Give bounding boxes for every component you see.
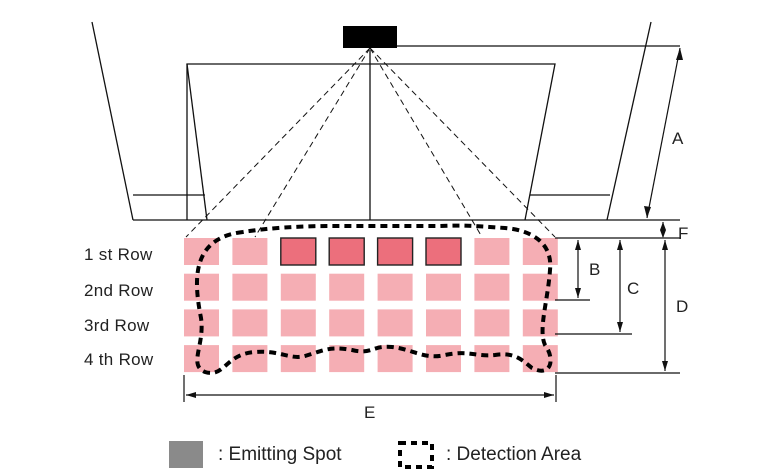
legend-detection-swatch	[398, 441, 434, 469]
right-wall-line	[606, 21, 652, 221]
inner-box-outline	[186, 63, 556, 221]
arrow-head	[662, 240, 668, 250]
fov-line	[369, 47, 556, 238]
arrow-head	[660, 222, 666, 230]
grid-cell	[474, 273, 510, 301]
emitting-cell	[280, 237, 317, 266]
dimension-c-label: C	[627, 279, 639, 298]
grid-cell	[232, 273, 268, 301]
grid-cell	[522, 238, 558, 265]
grid-cell	[426, 309, 461, 337]
grid-cell	[522, 345, 558, 373]
row-label-1: 1 st Row	[84, 245, 153, 264]
fov-line	[185, 47, 371, 238]
arrow-head	[544, 392, 554, 398]
row-labels: 1 st Row 2nd Row 3rd Row 4 th Row	[84, 245, 154, 369]
grid-cell	[377, 273, 413, 301]
grid-cell	[377, 309, 413, 337]
arrow-head	[617, 322, 623, 332]
arrow-head	[644, 206, 651, 218]
arrow-head	[617, 240, 623, 250]
arrow-head	[660, 230, 666, 238]
grid-cell	[329, 309, 365, 337]
fov-line	[254, 47, 371, 238]
dimension-e-label: E	[364, 403, 375, 422]
dimension-a-line	[646, 47, 681, 219]
sensor-device	[343, 26, 397, 48]
arrow-head	[676, 48, 683, 60]
grid-cell	[184, 345, 219, 373]
grid-cell	[522, 273, 558, 301]
arrow-head	[186, 392, 196, 398]
grid-cell	[232, 309, 268, 337]
grid-cell	[329, 273, 365, 301]
row-label-3: 3rd Row	[84, 316, 150, 335]
emitting-cell	[328, 237, 365, 266]
grid-cell	[474, 309, 510, 337]
grid-cell	[474, 238, 510, 265]
grid-cell	[280, 309, 316, 337]
legend-detection-label: : Detection Area	[446, 444, 582, 465]
mounting-structure	[91, 21, 680, 221]
emitting-cell	[376, 237, 414, 266]
legend-emitting-label: : Emitting Spot	[218, 444, 342, 465]
row-label-4: 4 th Row	[84, 350, 154, 369]
row-label-2: 2nd Row	[84, 281, 154, 300]
arrow-head	[662, 361, 668, 371]
dimension-a-label: A	[672, 129, 684, 148]
arrow-head	[575, 240, 581, 250]
grid-cell	[474, 345, 510, 373]
grid-cell	[522, 309, 558, 337]
grid-cell	[426, 345, 461, 373]
grid-cell	[426, 273, 461, 301]
fov-line	[369, 47, 483, 238]
dimension-labels: A F B C D E	[364, 129, 688, 422]
detection-grid	[184, 237, 558, 373]
left-wall-line	[91, 21, 134, 221]
grid-cell	[280, 273, 316, 301]
grid-cell	[184, 273, 219, 301]
inner-left-slant	[186, 63, 208, 221]
emitting-cell	[425, 237, 462, 266]
grid-cell	[232, 238, 268, 265]
dimension-f-label: F	[678, 224, 688, 243]
arrow-head	[575, 288, 581, 298]
dimension-lines	[183, 47, 683, 402]
legend-emitting-swatch	[169, 441, 203, 468]
dimension-d-label: D	[676, 297, 688, 316]
detection-area-outline	[195, 223, 553, 375]
field-of-view-lines	[185, 47, 556, 238]
dimension-b-label: B	[589, 260, 600, 279]
grid-cell	[377, 345, 413, 373]
